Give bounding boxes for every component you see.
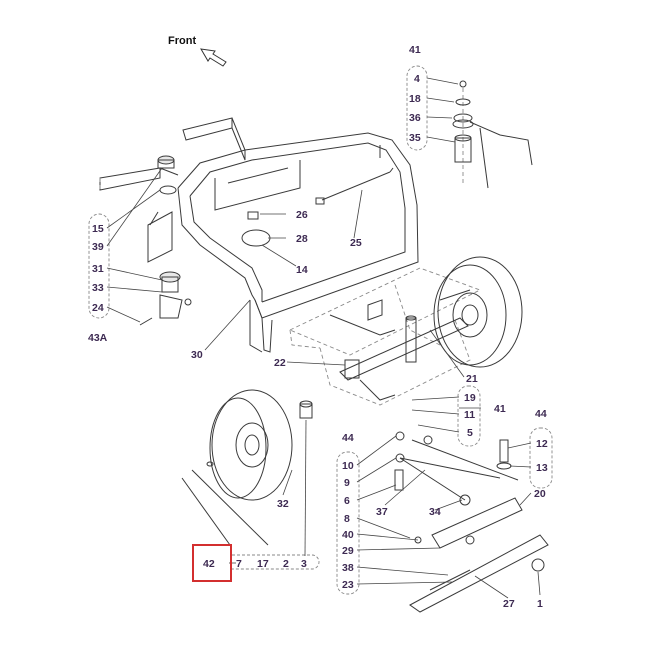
axle-assembly	[329, 299, 469, 401]
callout-36: 36	[409, 112, 421, 124]
callout-8: 8	[344, 513, 350, 525]
callout-3: 3	[301, 558, 307, 570]
callout-5: 5	[467, 427, 473, 439]
callout-7: 7	[236, 558, 242, 570]
lanyard-loop	[241, 211, 271, 247]
callout-38: 38	[342, 562, 354, 574]
callout-42: 42	[203, 558, 215, 570]
base-plate	[288, 267, 482, 406]
callout-20: 20	[534, 488, 546, 500]
callout-31: 31	[92, 263, 104, 275]
group-bracket-41-top	[406, 65, 428, 151]
callout-29: 29	[342, 545, 354, 557]
group-bracket-44-left	[336, 451, 360, 595]
callout-44-right: 44	[535, 408, 547, 420]
callout-22: 22	[274, 357, 286, 369]
callout-labels: 41 4 18 36 35 15 39 31 33 24 43A 26 28 1…	[88, 44, 548, 610]
callout-9: 9	[344, 477, 350, 489]
caster-left	[139, 155, 192, 326]
front-label: Front	[168, 35, 196, 47]
callout-39: 39	[92, 241, 104, 253]
callout-40: 40	[342, 529, 354, 541]
group-bracket-41-mid	[457, 385, 481, 447]
callout-6: 6	[344, 495, 350, 507]
callout-23: 23	[342, 579, 354, 591]
steering-linkage	[394, 431, 549, 613]
group-bracket-43A	[88, 213, 110, 319]
group-bracket-44-right	[529, 427, 553, 489]
callout-18: 18	[409, 93, 421, 105]
rear-wheel-right	[433, 256, 523, 368]
callout-4: 4	[414, 73, 420, 85]
callout-13: 13	[536, 462, 548, 474]
callout-44-left: 44	[342, 432, 354, 444]
callout-1: 1	[537, 598, 543, 610]
wire-harness	[315, 167, 394, 205]
callout-10: 10	[342, 460, 354, 472]
callout-25: 25	[350, 237, 362, 249]
callout-15: 15	[92, 223, 104, 235]
caster-detail-top	[452, 80, 533, 189]
callout-12: 12	[536, 438, 548, 450]
front-wheel	[181, 389, 313, 546]
callout-19: 19	[464, 392, 476, 404]
front-arrow-icon	[200, 48, 227, 67]
callout-34: 34	[429, 506, 441, 518]
callout-27: 27	[503, 598, 515, 610]
callout-14: 14	[296, 264, 308, 276]
callout-30: 30	[191, 349, 203, 361]
callout-41-top: 41	[409, 44, 421, 56]
callout-17: 17	[257, 558, 269, 570]
callout-2: 2	[283, 558, 289, 570]
callout-11: 11	[464, 409, 475, 421]
callout-37: 37	[376, 506, 388, 518]
main-frame	[99, 117, 419, 353]
callout-41-mid: 41	[494, 403, 506, 415]
highlight-box	[192, 544, 232, 582]
callout-24: 24	[92, 302, 104, 314]
callout-32: 32	[277, 498, 289, 510]
callout-35: 35	[409, 132, 421, 144]
callout-28: 28	[296, 233, 308, 245]
leader-lines	[106, 77, 541, 599]
callout-26: 26	[296, 209, 308, 221]
callout-43A: 43A	[88, 332, 108, 344]
callout-33: 33	[92, 282, 104, 294]
group-bracket-42	[232, 554, 320, 570]
callout-21: 21	[466, 373, 478, 385]
